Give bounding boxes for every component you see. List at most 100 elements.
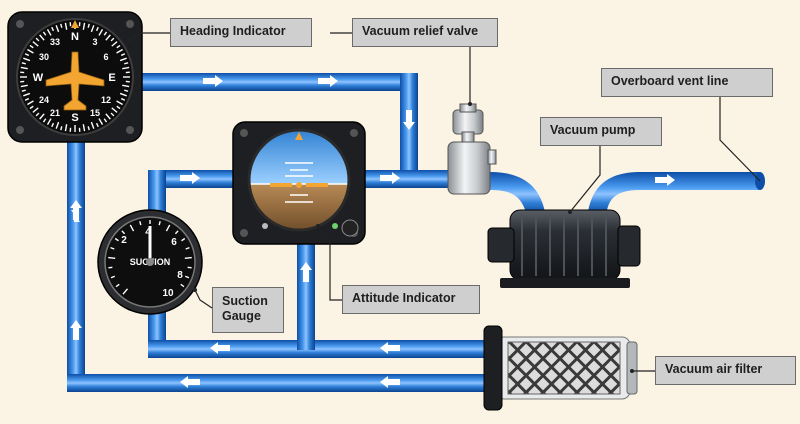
tick-mark: [46, 29, 52, 36]
suction-scale-6: 6: [171, 237, 177, 248]
label-suction-gauge-line2: Gauge: [222, 309, 261, 323]
suction-scale-10: 10: [162, 288, 174, 299]
vacuum-pump: [487, 209, 641, 288]
suction-scale-2: 2: [121, 235, 127, 246]
tick-mark: [51, 26, 55, 32]
tick-mark: [139, 221, 142, 226]
tick-mark: [35, 37, 40, 42]
tick-mark: [55, 25, 60, 33]
heading-num-21: 21: [50, 108, 60, 118]
tick-mark: [158, 221, 161, 226]
tick-mark: [95, 122, 99, 128]
tick-mark: [60, 23, 63, 28]
label-vacuum-relief-valve: Vacuum relief valve: [352, 18, 498, 47]
label-attitude-indicator: Attitude Indicator: [342, 285, 480, 314]
tick-mark: [110, 246, 115, 250]
suction-scale-8: 8: [177, 270, 183, 281]
tick-mark: [119, 57, 127, 62]
tick-mark: [32, 41, 39, 47]
label-heading-indicator: Heading Indicator: [170, 18, 312, 47]
tick-mark: [23, 57, 31, 62]
tick-mark: [87, 126, 90, 131]
tick-mark: [110, 37, 115, 42]
tick-mark: [98, 118, 104, 125]
tick-mark: [103, 118, 108, 123]
tick-mark: [27, 100, 34, 106]
tick-mark: [98, 29, 104, 36]
heading-airplane-icon: [45, 51, 105, 111]
tick-mark: [115, 283, 120, 288]
tick-mark: [39, 34, 45, 41]
tick-mark: [174, 230, 179, 235]
attitude-indicator: [232, 121, 366, 245]
tick-mark: [64, 124, 68, 132]
heading-num-15: 15: [90, 108, 100, 118]
tick-mark: [27, 48, 34, 54]
tick-mark: [29, 44, 34, 49]
tick-mark: [24, 53, 30, 57]
vacuum-air-filter: [483, 325, 638, 411]
suction-ticks: [108, 220, 192, 295]
suction-gauge: SUCTION 2 4 6 8 10: [97, 209, 203, 315]
tick-mark: [90, 121, 95, 129]
tick-mark: [29, 105, 34, 110]
tick-mark: [105, 34, 111, 41]
heading-num-33: 33: [50, 37, 60, 47]
tick-mark: [39, 113, 45, 120]
tick-mark: [111, 41, 118, 47]
heading-numerals: N E S W 33 3 6 12 15 21 24 30: [33, 31, 116, 124]
heading-num-3: 3: [92, 37, 97, 47]
tick-mark: [90, 25, 95, 33]
tick-mark: [122, 288, 129, 295]
heading-cardinal-e: E: [108, 72, 115, 84]
tick-mark: [129, 224, 135, 232]
tick-mark: [110, 112, 115, 117]
tick-mark: [95, 26, 99, 32]
tick-mark: [187, 266, 192, 269]
flow-arrows: [70, 75, 675, 388]
tick-mark: [110, 275, 116, 279]
tick-mark: [60, 126, 63, 131]
heading-num-24: 24: [39, 95, 49, 105]
tick-mark: [121, 230, 126, 235]
tick-mark: [119, 92, 127, 97]
heading-cardinal-s: S: [71, 112, 78, 124]
tick-mark: [46, 118, 52, 125]
tick-mark: [165, 224, 171, 232]
tick-mark: [20, 84, 28, 88]
tick-mark: [122, 66, 130, 70]
tick-mark: [82, 124, 86, 132]
tick-mark: [184, 256, 192, 260]
heading-ticks: [20, 22, 130, 132]
heading-cardinal-n: N: [71, 31, 79, 43]
tick-mark: [180, 283, 185, 288]
tick-mark: [64, 22, 68, 30]
tick-mark: [82, 22, 86, 30]
tick-mark: [116, 44, 121, 49]
tick-mark: [32, 107, 39, 113]
tick-mark: [21, 89, 26, 92]
tick-mark: [51, 122, 55, 128]
tick-mark: [124, 62, 129, 65]
tick-mark: [42, 31, 47, 36]
tick-mark: [42, 118, 47, 123]
tick-mark: [108, 266, 113, 269]
heading-num-12: 12: [101, 95, 111, 105]
suction-scale-4: 4: [145, 227, 151, 238]
tick-mark: [23, 92, 31, 97]
label-vacuum-pump: Vacuum pump: [540, 117, 662, 146]
heading-num-6: 6: [103, 52, 108, 62]
tick-mark: [105, 113, 111, 120]
vacuum-relief-valve: [447, 103, 497, 195]
tick-mark: [21, 62, 26, 65]
heading-cardinal-w: W: [33, 72, 44, 84]
tick-mark: [114, 237, 119, 242]
tick-mark: [184, 275, 190, 279]
tick-mark: [108, 256, 116, 260]
tick-mark: [35, 112, 40, 117]
tick-mark: [20, 66, 28, 70]
label-vacuum-air-filter: Vacuum air filter: [655, 356, 796, 385]
heading-indicator: N E S W 33 3 6 12 15 21 24 30: [7, 11, 143, 143]
